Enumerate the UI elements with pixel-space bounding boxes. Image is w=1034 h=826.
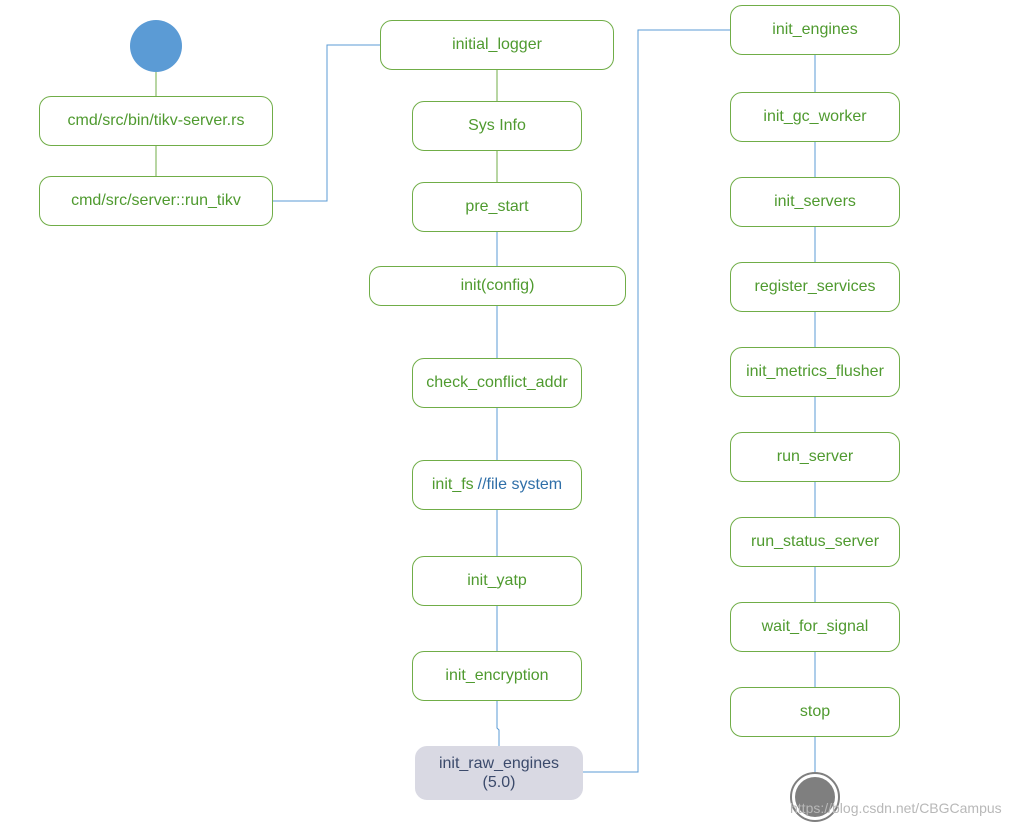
node-label: init_yatp [467,572,527,590]
node-label: Sys Info [468,117,526,135]
node-init-fs: init_fs //file system [412,460,582,510]
node-check-conflict-addr: check_conflict_addr [412,358,582,408]
node-pre-start: pre_start [412,182,582,232]
node-initial-logger: initial_logger [380,20,614,70]
node-init-gc-worker: init_gc_worker [730,92,900,142]
node-run-server: run_server [730,432,900,482]
node-label: cmd/src/bin/tikv-server.rs [67,112,245,130]
watermark: https://blog.csdn.net/CBGCampus [790,800,1002,816]
node-label: pre_start [465,198,529,216]
node-run-status-server: run_status_server [730,517,900,567]
node-label: init_metrics_flusher [746,363,884,381]
node-init-yatp: init_yatp [412,556,582,606]
end-node [790,772,840,822]
node-sys-info: Sys Info [412,101,582,151]
node-label: wait_for_signal [761,618,869,636]
node-label: init_encryption [445,667,549,685]
node-label: run_server [776,448,854,466]
node-version: (5.0) [482,774,516,791]
start-node [130,20,182,72]
connector-raw-engines-to-engines [583,29,730,773]
node-label: run_status_server [750,533,880,551]
node-label: init_gc_worker [763,108,867,126]
node-init-config: init(config) [369,266,626,306]
node-init-encryption: init_encryption [412,651,582,701]
node-label: init_engines [772,21,858,39]
node-label: stop [799,703,831,721]
node-label: init_servers [774,193,856,211]
node-label: init_raw_engines [438,754,560,772]
node-label: init_fs [431,476,474,494]
node-wait-for-signal: wait_for_signal [730,602,900,652]
node-run-tikv: cmd/src/server::run_tikv [39,176,273,226]
node-init-metrics-flusher: init_metrics_flusher [730,347,900,397]
node-label: check_conflict_addr [426,374,568,392]
connector-encryption-to-raw-engines [496,701,500,746]
node-label: initial_logger [452,36,542,54]
node-label: init(config) [460,277,535,295]
node-init-engines: init_engines [730,5,900,55]
node-init-servers: init_servers [730,177,900,227]
node-tikv-server-rs: cmd/src/bin/tikv-server.rs [39,96,273,146]
node-label: register_services [754,278,876,296]
node-comment: //file system [477,476,563,494]
node-register-services: register_services [730,262,900,312]
node-stop: stop [730,687,900,737]
node-init-raw-engines: init_raw_engines (5.0) [415,746,583,800]
node-label: cmd/src/server::run_tikv [71,192,241,210]
connector-run-tikv-to-logger [273,44,380,202]
